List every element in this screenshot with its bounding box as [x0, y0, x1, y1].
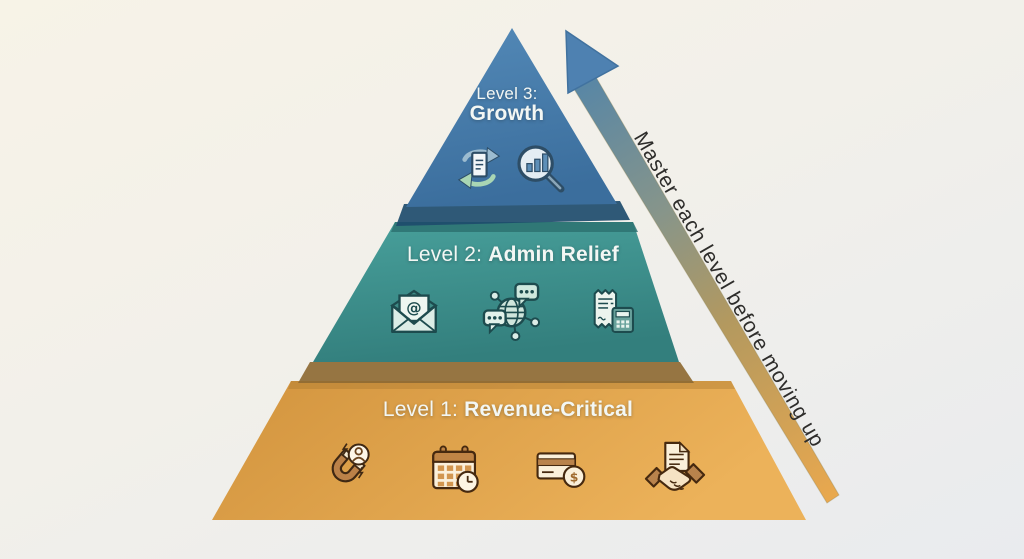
level-1-title: Revenue-Critical: [464, 398, 634, 421]
lead-magnet-icon: [331, 443, 370, 483]
level-2-title: Admin Relief: [488, 243, 619, 266]
level-1-label: Level 1: Revenue-Critical: [358, 398, 658, 422]
level-1-shape: [212, 381, 806, 520]
handshake-icon: [644, 441, 706, 491]
level-3-title: Growth: [469, 102, 545, 125]
svg-text:$: $: [570, 470, 579, 485]
level-1-prefix: Level 1:: [382, 398, 459, 421]
level-3-label: Level 3: Growth: [412, 84, 602, 124]
level-up-arrow-head: [565, 29, 620, 95]
level-2-shadow: [298, 362, 694, 383]
invoice-calculator-icon: [593, 289, 635, 334]
level-2-label: Level 2: Admin Relief: [363, 243, 663, 267]
level-3-prefix: Level 3:: [476, 84, 538, 103]
level-2-prefix: Level 2:: [407, 243, 483, 266]
content-sync-icon: [457, 146, 501, 190]
social-network-icon: [482, 282, 541, 342]
level-3-shadow: [396, 201, 630, 226]
payment-card-icon: $: [536, 452, 586, 488]
level-3-shape: [406, 28, 617, 207]
email-icon: @: [390, 289, 438, 334]
calendar-clock-icon: [432, 445, 479, 493]
svg-text:@: @: [406, 299, 421, 317]
analytics-magnifier-icon: [517, 145, 565, 193]
